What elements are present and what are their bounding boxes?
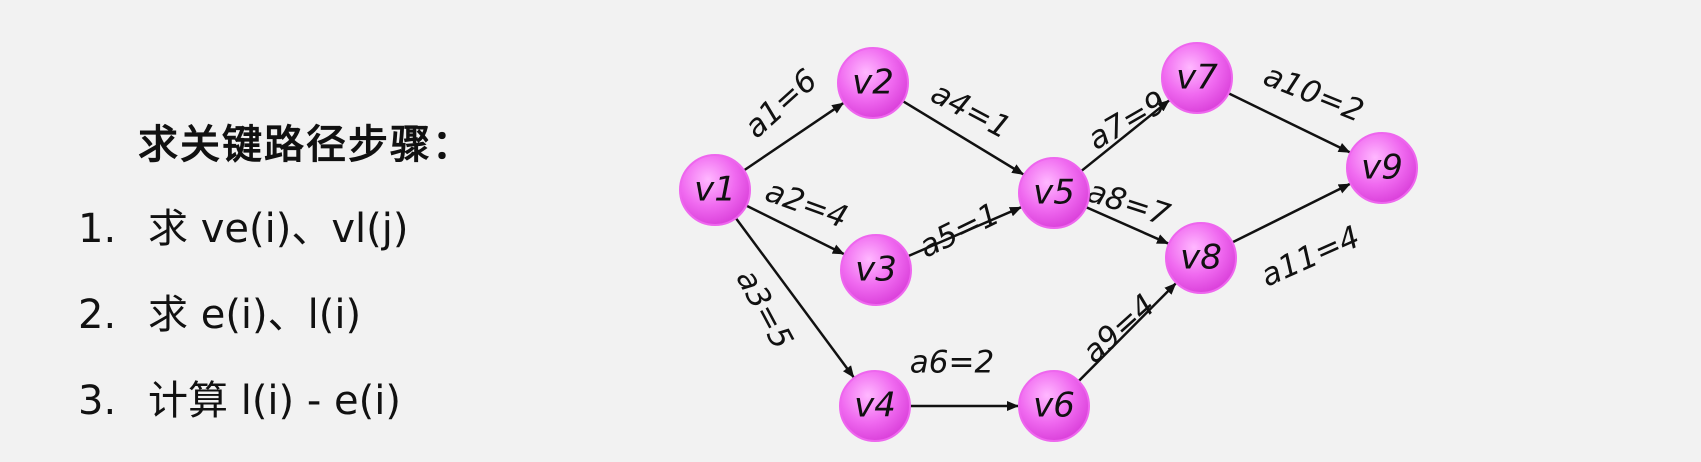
node-v1: v1 [679, 154, 751, 226]
node-v8: v8 [1165, 222, 1237, 294]
node-label-v1: v1 [694, 170, 736, 210]
edge-arrow-v2-v5 [902, 100, 1025, 176]
node-circle-v9 [1346, 132, 1418, 204]
steps-list: 1. 求 ve(i)、vl(j) 2. 求 e(i)、l(i) 3. 计算 l(i) … [78, 196, 408, 454]
edge-label-v6-v8: a9=4 [1076, 287, 1163, 370]
nodes-layer: v1 v2 v3 v4 v5 v6 v7 v8 v9 [679, 42, 1418, 442]
node-label-v2: v2 [852, 63, 894, 103]
node-v4: v4 [839, 370, 911, 442]
edge-label-v7-v9: a10=2 [1259, 57, 1369, 129]
node-label-v8: v8 [1180, 238, 1222, 278]
step-text: 求 ve(i)、vl(j) [148, 206, 409, 252]
step-item: 3. 计算 l(i) - e(i) [78, 368, 408, 454]
edge-arrow-v1-v4 [734, 217, 855, 378]
node-circle-v2 [837, 47, 909, 119]
node-circle-v7 [1161, 42, 1233, 114]
edge-arrow-v5-v8 [1085, 206, 1169, 245]
edge-label-v1-v3: a2=4 [761, 173, 853, 236]
step-text: 计算 l(i) - e(i) [148, 378, 401, 424]
step-number: 1. [78, 206, 117, 252]
edge-label-v2-v5: a4=1 [925, 75, 1016, 146]
node-label-v6: v6 [1033, 386, 1075, 426]
node-v3: v3 [840, 234, 912, 306]
edge-arrow-v6-v8 [1077, 282, 1177, 383]
node-label-v3: v3 [855, 250, 897, 290]
edge-label-v8-v9: a11=4 [1256, 219, 1366, 294]
edge-arrow-v1-v2 [743, 102, 845, 172]
edge-arrow-v5-v7 [1080, 99, 1170, 173]
node-label-v5: v5 [1033, 173, 1075, 213]
step-text: 求 e(i)、l(i) [148, 292, 362, 338]
node-v6: v6 [1018, 370, 1090, 442]
step-item: 2. 求 e(i)、l(i) [78, 282, 408, 368]
node-v5: v5 [1018, 157, 1090, 229]
edge-label-v5-v7: a7=9 [1082, 84, 1173, 157]
node-v7: v7 [1161, 42, 1233, 114]
edge-arrow-v1-v3 [745, 204, 845, 256]
step-number: 2. [78, 292, 117, 338]
node-label-v4: v4 [854, 386, 896, 426]
edge-label-v4-v6: a6=2 [910, 345, 994, 381]
edge-arrow-v8-v9 [1231, 182, 1351, 244]
edges-layer [734, 92, 1351, 411]
node-circle-v6 [1018, 370, 1090, 442]
node-circle-v8 [1165, 222, 1237, 294]
edge-arrow-v3-v5 [907, 206, 1022, 258]
heading: 求关键路径步骤： [138, 122, 474, 168]
edge-label-v3-v5: a5=1 [914, 196, 1006, 265]
edge-arrow-v7-v9 [1227, 92, 1351, 154]
step-number: 3. [78, 378, 117, 424]
node-label-v9: v9 [1361, 148, 1403, 188]
node-circle-v1 [679, 154, 751, 226]
node-v9: v9 [1346, 132, 1418, 204]
node-label-v7: v7 [1176, 58, 1218, 98]
node-circle-v4 [839, 370, 911, 442]
node-circle-v5 [1018, 157, 1090, 229]
step-item: 1. 求 ve(i)、vl(j) [78, 196, 408, 282]
edge-label-v1-v2: a1=6 [738, 62, 825, 145]
node-v2: v2 [837, 47, 909, 119]
edge-label-v1-v4: a3=5 [729, 264, 800, 355]
node-circle-v3 [840, 234, 912, 306]
